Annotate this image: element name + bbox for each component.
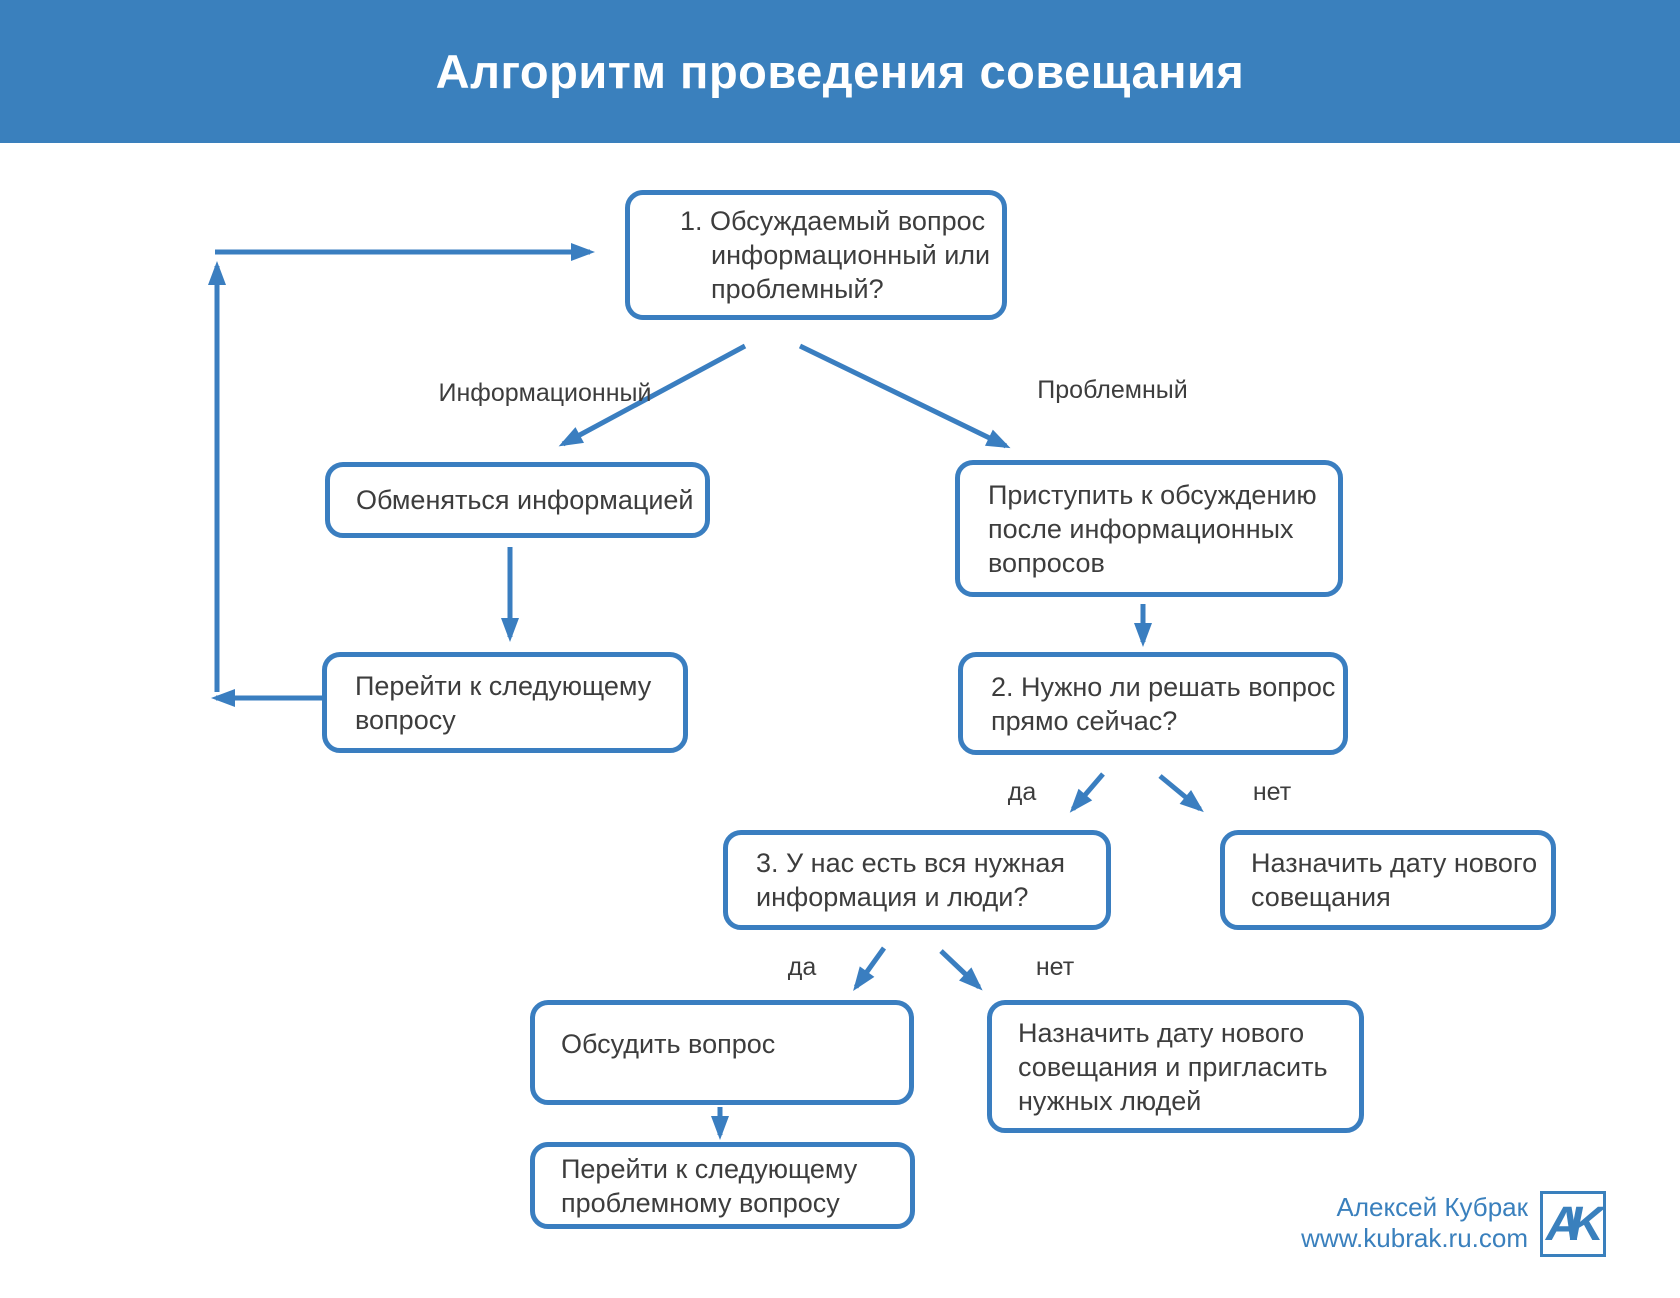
node-line: совещания и пригласить [1018,1051,1328,1082]
node-line: нужных людей [1018,1085,1202,1116]
label-problem: Проблемный [1037,376,1188,404]
arrow-q3-yes [853,946,887,992]
node-line: Приступить к обсуждению [988,479,1317,510]
node-line: совещания [1251,882,1391,912]
node-exchange-information: Обменяться информацией [325,462,710,538]
arrow-q3-no [939,949,983,991]
node-line: информация и люди? [756,882,1029,912]
node-schedule-new-meeting: Назначить дату нового совещания [1220,830,1556,930]
node-question-1: 1. Обсуждаемый вопрос информационный или… [625,190,1007,320]
logo-monogram: AK [1545,1197,1603,1251]
node-proceed-discussion: Приступить к обсуждению после информацио… [955,460,1343,597]
header-bar: Алгоритм проведения совещания [0,0,1680,143]
node-line: прямо сейчас? [991,705,1178,736]
arrow-q1-problem [798,343,1011,449]
node-line: Назначить дату нового [1251,848,1538,878]
node-line: Обменяться информацией [356,485,694,515]
node-next-problem-question: Перейти к следующему проблемному вопросу [530,1142,915,1229]
label-q2-no: нет [1252,778,1292,806]
node-line: 1. Обсуждаемый вопрос [680,206,986,236]
node-line: 3. У нас есть вся нужная [756,848,1066,878]
node-discuss-question: Обсудить вопрос [530,1000,914,1105]
node-question-3: 3. У нас есть вся нужная информация и лю… [723,830,1111,930]
node-line: после информационных [988,513,1294,544]
label-q2-yes: да [1007,778,1037,806]
label-informational: Информационный [438,379,652,407]
footer-credit: Алексей Кубрак www.kubrak.ru.com [1301,1192,1528,1254]
label-q3-no: нет [1035,953,1075,981]
node-line: вопросов [988,547,1105,578]
logo-badge: AK [1540,1191,1606,1257]
node-line: вопросу [355,704,456,735]
node-question-2: 2. Нужно ли решать вопрос прямо сейчас? [958,652,1348,755]
arrow-q2-yes [1069,772,1105,813]
node-line: 2. Нужно ли решать вопрос [991,671,1336,702]
site-url: www.kubrak.ru.com [1301,1223,1528,1253]
node-next-question: Перейти к следующему вопросу [322,652,688,753]
node-line: проблемному вопросу [561,1187,840,1218]
arrow-q2-no [1158,774,1204,813]
node-line: Обсудить вопрос [561,1028,776,1059]
page-title: Алгоритм проведения совещания [435,45,1245,98]
node-line: Назначить дату нового [1018,1017,1305,1048]
node-line: проблемный? [711,274,884,304]
label-q3-yes: да [787,953,817,981]
node-line: Перейти к следующему [355,670,652,701]
author-name: Алексей Кубрак [1336,1192,1528,1222]
node-line: Перейти к следующему [561,1153,858,1184]
node-line: информационный или [711,240,991,270]
node-schedule-and-invite: Назначить дату нового совещания и пригла… [987,1000,1364,1133]
